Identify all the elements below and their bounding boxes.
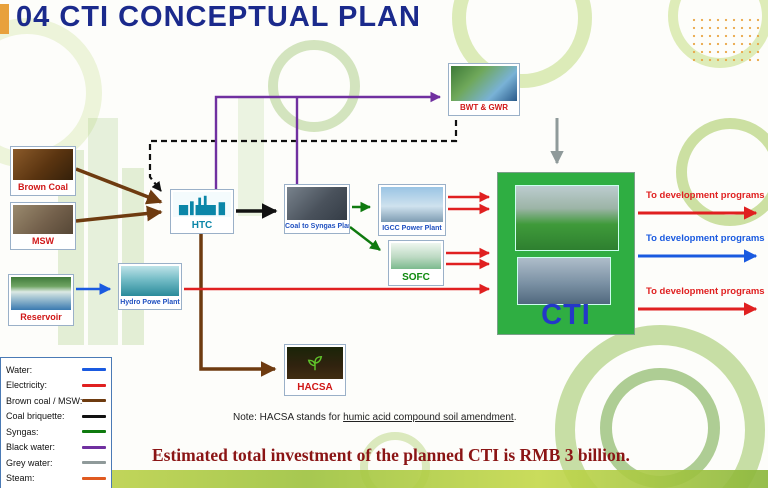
arrow-syngas-to-sofc [349, 226, 381, 251]
legend-item-black-water: Black water: [6, 440, 106, 456]
investment-statement: Estimated total investment of the planne… [152, 445, 630, 465]
legend-item-syngas: Syngas: [6, 424, 106, 440]
msw-image [13, 205, 73, 235]
note-suffix: . [513, 412, 517, 423]
legend-item-coal-briquette: Coal briquette: [6, 409, 106, 425]
arrow-blackwater-htc-to-bwt [214, 91, 442, 189]
deco-ring-top-right [668, 0, 768, 68]
note-prefix: Note: HACSA stands for [233, 412, 344, 423]
cti-photo-top [515, 185, 619, 251]
node-label-msw: MSW [32, 236, 54, 247]
node-bwt-gwr: BWT & GWR [448, 63, 520, 116]
deco-bottom-band [0, 470, 768, 488]
coal-to-syngas-image [287, 187, 347, 221]
legend-item-grey-water: Grey water: [6, 455, 106, 471]
brown-coal-image [13, 149, 73, 181]
reservoir-image [11, 277, 71, 311]
deco-dot-grid [690, 16, 760, 62]
node-label-reservoir: Reservoir [20, 312, 62, 323]
deco-ring-bottom-right-inner [600, 368, 720, 488]
legend-line-syngas [82, 430, 106, 434]
legend-label: Coal briquette: [6, 411, 65, 422]
node-reservoir: Reservoir [8, 274, 74, 326]
bwt-gwr-image [451, 66, 517, 102]
node-hacsa: HACSA [284, 344, 346, 396]
node-label-coal-to-syngas: Coal to Syngas Plant [285, 223, 349, 231]
output-label-2: To development programs [646, 233, 765, 244]
legend-label: Black water: [6, 442, 56, 453]
node-label-hacsa: HACSA [297, 382, 333, 393]
node-label-bwt-gwr: BWT & GWR [460, 103, 508, 113]
node-coal-to-syngas: Coal to Syngas Plant [284, 184, 350, 234]
node-label-hydro: Hydro Powe Plant [120, 299, 180, 307]
node-msw: MSW [10, 202, 76, 250]
cti-photo-bottom [517, 257, 611, 305]
legend-label: Water: [6, 364, 33, 375]
legend-label: Steam: [6, 473, 35, 484]
legend-line-brown-coal [82, 399, 107, 403]
arrow-msw-to-htc [75, 205, 163, 223]
node-brown-coal: Brown Coal [10, 146, 76, 196]
legend-label: Brown coal / MSW: [6, 395, 83, 406]
legend-label: Electricity: [6, 380, 48, 391]
output-label-3: To development programs [646, 286, 765, 297]
factory-icon [178, 195, 226, 215]
hydro-image [121, 266, 179, 297]
legend-item-brown-coal: Brown coal / MSW: [6, 393, 107, 409]
deco-ring-right [676, 118, 768, 226]
page-title: 04 CTI CONCEPTUAL PLAN [16, 1, 421, 33]
note-underlined: humic acid compound soil amendment [343, 412, 514, 423]
node-igcc: IGCC Power Plant [378, 184, 446, 236]
arrow-browncoal-to-htc [75, 167, 163, 205]
sofc-image [391, 243, 441, 269]
legend-line-steam [82, 476, 106, 480]
igcc-image [381, 187, 443, 223]
legend-item-steam: Steam: [6, 471, 106, 487]
seedling-icon [307, 355, 323, 371]
legend-line-coal-briquette [82, 414, 106, 418]
title-accent-bar [0, 4, 9, 34]
legend-label: Syngas: [6, 426, 39, 437]
arrow-htc-to-hacsa [199, 234, 277, 377]
deco-ring-mid-left [268, 40, 360, 132]
node-htc: HTC [170, 189, 234, 234]
node-label-brown-coal: Brown Coal [17, 182, 68, 193]
legend-line-electricity [82, 383, 106, 387]
node-hydro: Hydro Powe Plant [118, 263, 182, 310]
node-label-igcc: IGCC Power Plant [382, 225, 442, 233]
legend-line-water [82, 368, 106, 372]
hacsa-image [287, 347, 343, 379]
legend: Water: Electricity: Brown coal / MSW: Co… [0, 357, 112, 488]
hacsa-note: Note: HACSA stands for humic acid compou… [233, 412, 517, 423]
deco-skyline-3 [122, 168, 144, 345]
legend-item-water: Water: [6, 362, 106, 378]
node-label-htc: HTC [191, 220, 213, 231]
legend-line-grey-water [82, 461, 106, 465]
deco-skyline-2 [88, 118, 118, 345]
arrow-coal-briquette-dashed [148, 120, 458, 192]
node-label-sofc: SOFC [402, 272, 430, 283]
legend-label: Grey water: [6, 457, 53, 468]
legend-line-black-water [82, 445, 106, 449]
node-sofc: SOFC [388, 240, 444, 286]
deco-skyline-4 [238, 96, 264, 216]
legend-item-electricity: Electricity: [6, 378, 106, 394]
htc-image [173, 192, 231, 217]
node-cti: CTI [497, 172, 635, 335]
output-label-1: To development programs [646, 190, 765, 201]
node-label-cti: CTI [541, 299, 591, 331]
